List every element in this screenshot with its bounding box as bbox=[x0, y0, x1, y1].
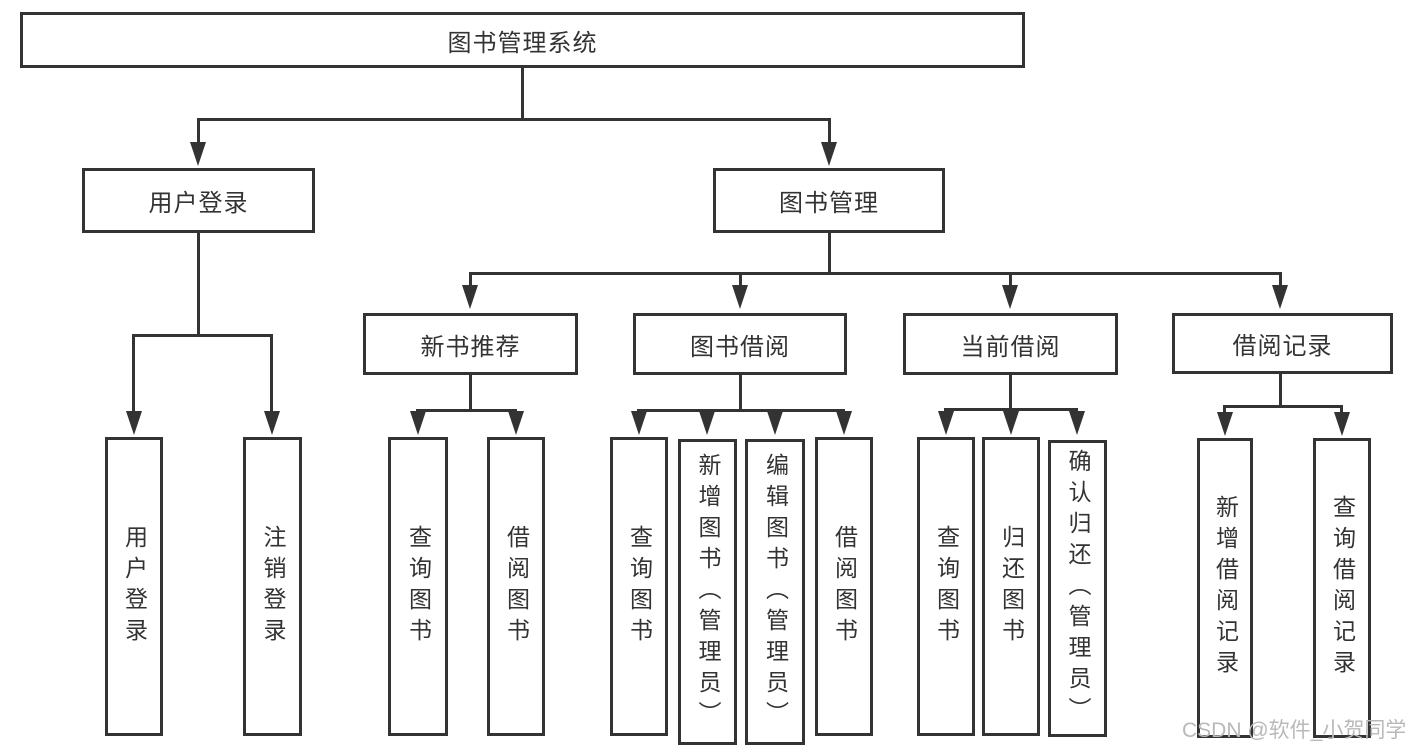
connector-line bbox=[1279, 272, 1282, 286]
leaf-borrow-edit-books-admin: 编辑图书（管理员） bbox=[745, 439, 805, 745]
arrow-down-icon bbox=[821, 142, 837, 166]
connector-line bbox=[828, 233, 831, 274]
connector-line bbox=[1340, 405, 1343, 413]
arrow-down-icon bbox=[126, 411, 142, 435]
leaf-records-add-record: 新增借阅记录 bbox=[1197, 438, 1253, 738]
connector-line bbox=[1279, 374, 1282, 407]
connector-line bbox=[739, 272, 742, 286]
leaf-current-confirm-return-admin-label: 确认归还（管理员） bbox=[1065, 449, 1091, 728]
connector-line bbox=[416, 409, 516, 412]
node-current-borrowing-label: 当前借阅 bbox=[960, 333, 1061, 361]
connector-line bbox=[637, 409, 844, 412]
connector-line bbox=[828, 118, 831, 144]
arrow-down-icon bbox=[410, 411, 426, 435]
connector-line bbox=[469, 272, 472, 286]
node-borrowing-records: 借阅记录 bbox=[1172, 313, 1393, 374]
connector-line bbox=[1223, 405, 1343, 408]
node-book-management-label: 图书管理 bbox=[779, 190, 879, 217]
node-book-management: 图书管理 bbox=[713, 168, 945, 233]
arrow-down-icon bbox=[938, 411, 954, 435]
leaf-rec-borrow-books: 借阅图书 bbox=[487, 437, 545, 736]
leaf-records-add-record-label: 新增借阅记录 bbox=[1212, 495, 1239, 681]
leaf-user-login-label: 用户登录 bbox=[121, 524, 148, 649]
arrow-down-icon bbox=[1069, 411, 1085, 435]
leaf-logout-login: 注销登录 bbox=[243, 437, 302, 736]
connector-line bbox=[197, 233, 200, 337]
leaf-borrow-borrow-books: 借阅图书 bbox=[815, 437, 873, 736]
leaf-current-query-books: 查询图书 bbox=[917, 437, 975, 736]
arrow-down-icon bbox=[699, 411, 715, 435]
connector-line bbox=[469, 375, 472, 411]
connector-line bbox=[469, 272, 1282, 275]
leaf-current-query-books-label: 查询图书 bbox=[933, 524, 960, 649]
leaf-rec-query-books-label: 查询图书 bbox=[405, 524, 432, 649]
arrow-down-icon bbox=[1334, 412, 1350, 436]
connector-line bbox=[521, 68, 524, 118]
leaf-records-query-record-label: 查询借阅记录 bbox=[1329, 495, 1356, 681]
arrow-down-icon bbox=[462, 285, 478, 309]
connector-line bbox=[1009, 272, 1012, 286]
leaf-borrow-query-books-label: 查询图书 bbox=[626, 524, 653, 649]
arrow-down-icon bbox=[1002, 285, 1018, 309]
connector-line bbox=[132, 334, 272, 337]
leaf-rec-query-books: 查询图书 bbox=[388, 437, 448, 736]
connector-line bbox=[197, 118, 831, 121]
node-borrowing-records-label: 借阅记录 bbox=[1232, 333, 1333, 360]
node-user-login-label: 用户登录 bbox=[148, 190, 249, 217]
arrow-down-icon bbox=[732, 285, 748, 309]
node-book-borrowing-label: 图书借阅 bbox=[690, 333, 790, 361]
node-new-book-recommendation-label: 新书推荐 bbox=[420, 333, 521, 361]
connector-line bbox=[1223, 405, 1226, 413]
leaf-borrow-query-books: 查询图书 bbox=[610, 437, 668, 736]
connector-line bbox=[270, 334, 273, 411]
arrow-down-icon bbox=[508, 411, 524, 435]
csdn-watermark: CSDN @软件_小贺同学 bbox=[1182, 719, 1405, 742]
leaf-rec-borrow-books-label: 借阅图书 bbox=[503, 524, 530, 649]
leaf-borrow-borrow-books-label: 借阅图书 bbox=[831, 524, 858, 649]
arrow-down-icon bbox=[1272, 285, 1288, 309]
leaf-user-login: 用户登录 bbox=[105, 437, 163, 736]
arrow-down-icon bbox=[836, 411, 852, 435]
node-new-book-recommendation: 新书推荐 bbox=[363, 313, 578, 375]
leaf-logout-login-label: 注销登录 bbox=[260, 524, 286, 649]
connector-line bbox=[1009, 375, 1012, 410]
connector-line bbox=[739, 375, 742, 411]
arrow-down-icon bbox=[1003, 411, 1019, 435]
leaf-current-return-books-label: 归还图书 bbox=[998, 524, 1025, 649]
node-book-borrowing: 图书借阅 bbox=[633, 313, 847, 375]
node-root-label: 图书管理系统 bbox=[447, 29, 598, 57]
arrow-down-icon bbox=[631, 411, 647, 435]
leaf-borrow-edit-books-admin-label: 编辑图书（管理员） bbox=[762, 452, 789, 732]
node-current-borrowing: 当前借阅 bbox=[903, 313, 1118, 375]
node-user-login: 用户登录 bbox=[82, 168, 315, 233]
connector-line bbox=[132, 334, 135, 411]
leaf-records-query-record: 查询借阅记录 bbox=[1313, 438, 1371, 738]
arrow-down-icon bbox=[767, 411, 783, 435]
leaf-current-confirm-return-admin: 确认归还（管理员） bbox=[1048, 440, 1107, 737]
arrow-down-icon bbox=[1217, 412, 1233, 436]
node-root: 图书管理系统 bbox=[20, 12, 1025, 68]
leaf-borrow-add-books-admin-label: 新增图书（管理员） bbox=[695, 452, 721, 732]
connector-line bbox=[197, 118, 200, 144]
arrow-down-icon bbox=[190, 142, 206, 166]
leaf-current-return-books: 归还图书 bbox=[982, 437, 1040, 736]
arrow-down-icon bbox=[264, 411, 280, 435]
leaf-borrow-add-books-admin: 新增图书（管理员） bbox=[678, 439, 737, 745]
